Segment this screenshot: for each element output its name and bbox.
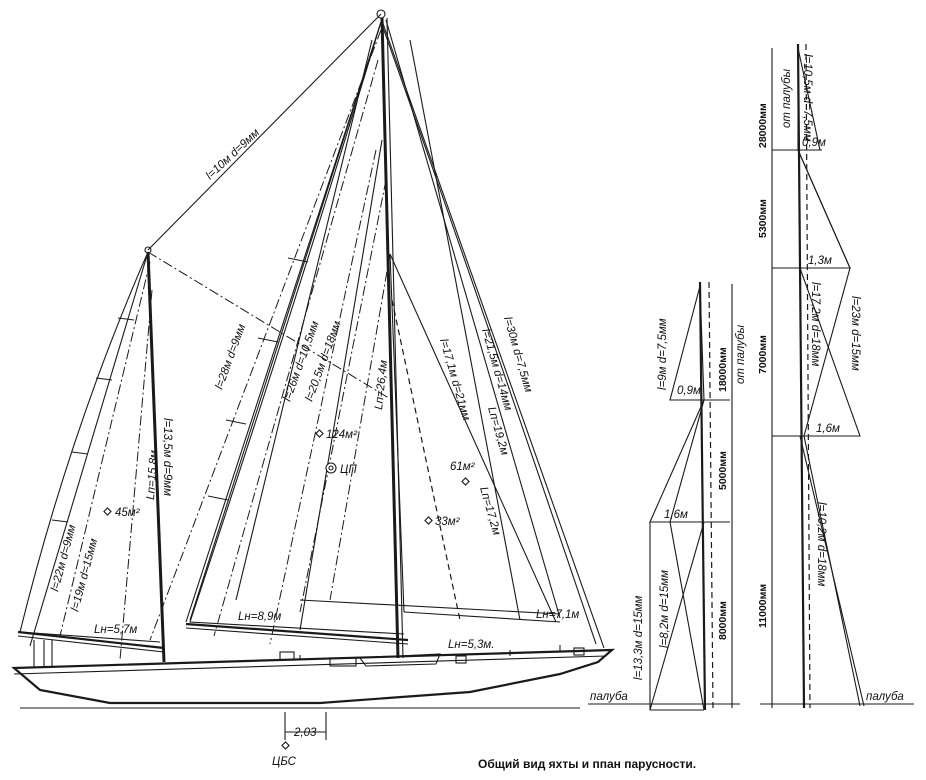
sail-labels: l=10м d=9мм l=22м d=9мм l=19м d=15мм l=1… xyxy=(49,127,579,768)
main-dim-top-note: от палубы xyxy=(781,68,793,128)
hull xyxy=(11,640,616,709)
main-top-label: l=10,5м d=7,5мм xyxy=(801,54,813,142)
main-dim-c: 11000мм xyxy=(757,584,769,628)
mizzen-mid-label: l=13,3м d=15мм xyxy=(633,595,645,680)
label-main-luff: Lп=26,4м xyxy=(373,360,390,411)
mizzen-spreader-top: 0,9м xyxy=(677,385,701,397)
main-spreader-mid: 1,3м xyxy=(808,255,832,267)
label-stays-foot: Lн=7,1м xyxy=(536,609,579,621)
center-of-effort-mark xyxy=(325,462,337,474)
label-boom-foot: Lн=5,3м. xyxy=(448,639,495,651)
mizzen-boom xyxy=(17,630,165,653)
label-mizzen-stay: l=22м d=9мм xyxy=(49,523,78,592)
area-markers xyxy=(103,429,470,750)
mizzen-deck: палуба xyxy=(590,691,628,703)
dinghy xyxy=(358,653,441,667)
mizzen-sail xyxy=(19,251,161,661)
main-label-mid: l=17,2м d=18мм xyxy=(809,282,821,367)
label-main-stay-28: l=28м d=9мм xyxy=(214,323,249,392)
label-mizzen-foot: Lн=5,7м xyxy=(94,624,137,636)
mizzen-rig-detail: l=9м d=7,5мм 0,9м 1,6м l=13,3м d=15мм l=… xyxy=(588,281,747,711)
headsails xyxy=(299,17,605,649)
mizzen-mid-label2: l=8,2м d=15мм xyxy=(659,570,671,648)
mizzen-top-label: l=9м d=7,5мм xyxy=(657,318,669,390)
label-main-area: 124м² xyxy=(326,429,358,441)
main-rig-detail: l=10,5м d=7,5мм 28000мм от палубы 0,9м 5… xyxy=(757,43,914,709)
main-label-low: l=10,2м d=18мм xyxy=(815,502,827,587)
label-jib-area: 61м² xyxy=(450,461,476,473)
label-stays-area: 33м² xyxy=(435,516,461,528)
triatic-stay xyxy=(147,13,382,251)
label-stays-luff: Lп=17,2м xyxy=(477,486,502,537)
label-mizzen-area: 45м² xyxy=(115,507,141,519)
label-main-foot: Lн=8,9м xyxy=(238,611,281,623)
mizzen-dim-low: 8000мм xyxy=(717,601,729,640)
deckhouse xyxy=(329,657,357,667)
mizzen-dim-top-note: от палубы xyxy=(735,324,747,384)
label-jib-stay-17: l=17,1м d=21мм xyxy=(437,338,472,423)
main-dim-a: 5300мм xyxy=(757,199,769,238)
label-forestay-top: l=10м d=9мм xyxy=(204,127,262,183)
label-mizzen-luff: Lп=15,8м xyxy=(145,450,160,501)
label-jib-luff: Lп=19,2м xyxy=(485,406,510,457)
figure-caption: Общий вид яхты и ппан парусности. xyxy=(478,757,696,771)
mizzen-spreader-low: 1,6м xyxy=(664,509,688,521)
label-mizzen-shroud: l=13,5м d=9мм xyxy=(161,418,173,496)
shrouds xyxy=(147,21,393,631)
mizzen-dim-top: 18000мм xyxy=(717,347,729,392)
label-mizzen-lower: l=19м d=15мм xyxy=(69,537,100,612)
stanchions xyxy=(33,640,561,667)
label-center-effort: ЦП xyxy=(340,464,357,476)
label-cbs: ЦБС xyxy=(272,756,297,768)
label-cbs-distance: 2,03 xyxy=(293,727,317,739)
main-spreader-low: 1,6м xyxy=(816,423,840,435)
mizzen-dim-mid: 5000мм xyxy=(717,451,729,490)
main-deck: палуба xyxy=(866,691,904,703)
hatch xyxy=(279,651,295,661)
main-dim-b: 7000мм xyxy=(757,335,769,374)
cbs-dimension xyxy=(284,712,327,740)
main-sail xyxy=(149,21,405,645)
main-spreader-top: 0,9м xyxy=(802,137,826,149)
main-dim-top: 28000мм xyxy=(757,103,769,148)
main-boom xyxy=(185,622,409,645)
main-label-right: l=23м d=15мм xyxy=(849,296,861,371)
